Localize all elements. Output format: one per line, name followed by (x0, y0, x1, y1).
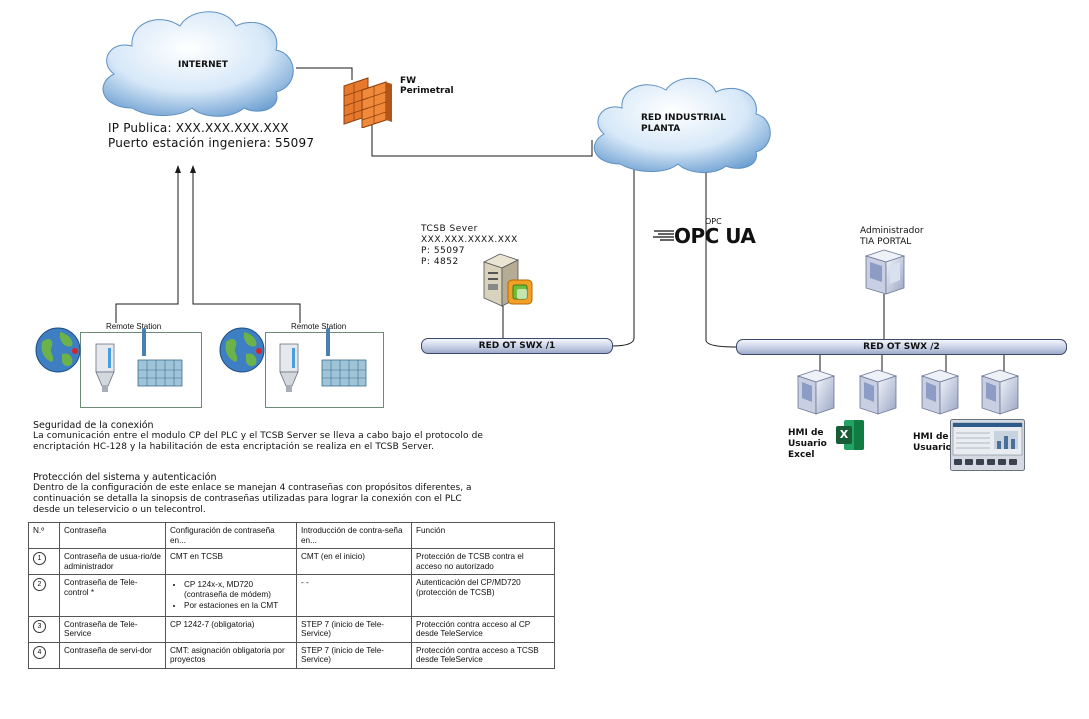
plant-cloud-label-line2: PLANTA (641, 124, 681, 134)
config-bullet-list: CP 124x-x, MD720 (contraseña de módem) P… (170, 580, 292, 611)
security-title: Seguridad de la conexión (33, 420, 154, 431)
opc-label: OPC (705, 217, 722, 226)
silo-icon (95, 343, 115, 392)
protection-title: Protección del sistema y autenticación (33, 472, 217, 483)
password-table: N.º Contraseña Configuración de contrase… (28, 522, 555, 669)
table-cell: CMT: asignación obligatoria por proyecto… (165, 641, 297, 669)
table-row: 4 Contraseña de servi-dor CMT: asignació… (28, 641, 555, 669)
table-header-row: N.º Contraseña Configuración de contrase… (28, 522, 555, 549)
plant-network-cloud (593, 77, 771, 173)
table-cell: STEP 7 (inicio de Tele-Service) (296, 615, 412, 643)
public-ip-text: IP Publica: XXX.XXX.XXX.XXX (108, 121, 289, 135)
hmi-excel-label-line1: HMI de (788, 428, 824, 438)
engineering-port-text: Puerto estación ingeniera: 55097 (108, 136, 315, 150)
table-cell: CMT en TCSB (165, 548, 297, 575)
tcsb-label-ip: XXX.XXX.XXXX.XXX (421, 235, 518, 245)
internet-cloud (102, 11, 294, 117)
protection-line2: continuación se detalla la sinopsis de c… (33, 494, 462, 504)
table-cell: - - (296, 574, 412, 617)
hmi-workstation-icon-1 (796, 369, 836, 415)
header-configuration: Configuración de contraseña en... (165, 522, 297, 549)
table-cell: CP 1242-7 (obligatoria) (165, 615, 297, 643)
table-cell: Protección de TCSB contra el acceso no a… (411, 548, 555, 575)
excel-icon: X (836, 420, 864, 450)
plc-rack-icon (137, 328, 183, 387)
remote-station-1-graphics (35, 327, 183, 392)
tcsb-label-name: TCSB Sever (421, 224, 478, 234)
header-function: Función (411, 522, 555, 549)
internet-label: INTERNET (178, 60, 228, 70)
hmi-workstation-icon-2 (858, 369, 898, 415)
header-password: Contraseña (59, 522, 166, 549)
hmi-panel-label-line2: Usuario (913, 443, 952, 453)
list-item: CP 124x-x, MD720 (contraseña de módem) (184, 580, 292, 599)
table-row: 2 Contraseña de Tele-control * CP 124x-x… (28, 574, 555, 617)
opc-ua-logo-text: OPC UA (674, 224, 756, 248)
hmi-workstation-icon-4 (980, 369, 1020, 415)
server-icon (482, 253, 533, 307)
security-line1: La comunicación entre el modulo CP del P… (33, 431, 484, 441)
hmi-excel-label-line2: Usuario (788, 439, 827, 449)
table-cell: Contraseña de usua-rio/de administrador (59, 548, 166, 575)
excel-icon-letter: X (836, 426, 852, 444)
globe-icon (219, 327, 265, 373)
protection-line3: desde un teleservicio o un telecontrol. (33, 505, 206, 515)
table-cell: Contraseña de servi-dor (59, 641, 166, 669)
table-cell: STEP 7 (inicio de Tele-Service) (296, 641, 412, 669)
globe-icon (35, 327, 81, 373)
hmi-panel-label-line1: HMI de (913, 432, 949, 442)
table-cell: Protección contra acceso al CP desde Tel… (411, 615, 555, 643)
table-cell: CMT (en el inicio) (296, 548, 412, 575)
table-cell: Protección contra acceso a TCSB desde Te… (411, 641, 555, 669)
firewall-label-line2: Perimetral (400, 86, 454, 96)
remote-station-label-2: Remote Station (291, 322, 347, 331)
bus-swx1: RED OT SWX /1 (421, 338, 613, 354)
opc-speed-lines-icon (653, 230, 674, 241)
bus-swx1-label: RED OT SWX /1 (478, 341, 556, 351)
row-number-badge: 3 (33, 619, 46, 633)
hmi-panel-icon (950, 419, 1025, 471)
remote-station-label-1: Remote Station (106, 322, 162, 331)
header-num: N.º (28, 522, 60, 549)
security-line2: encriptación HC-128 y la habilitación de… (33, 442, 435, 452)
plant-cloud-label-line1: RED INDUSTRIAL (641, 113, 726, 123)
tcsb-label-port1: P: 55097 (421, 246, 465, 256)
opc-ua-logo: OPC UA (652, 224, 756, 248)
row-number-badge: 4 (33, 645, 46, 659)
bus-swx2-label: RED OT SWX /2 (863, 342, 940, 352)
table-cell: Contraseña de Tele-Service (59, 615, 166, 643)
hmi-workstation-icon-3 (920, 369, 960, 415)
list-item: Por estaciones en la CMT (184, 601, 292, 611)
admin-workstation-icon (864, 249, 906, 295)
firewall-label-line1: FW (400, 76, 417, 86)
bus-swx2: RED OT SWX /2 (736, 339, 1067, 355)
firewall-icon (343, 77, 392, 128)
table-row: 1 Contraseña de usua-rio/de administrado… (28, 548, 555, 575)
table-cell: CP 124x-x, MD720 (contraseña de módem) P… (165, 574, 297, 617)
table-cell: Autenticación del CP/MD720 (protección d… (411, 574, 555, 617)
row-number-badge: 2 (33, 578, 46, 591)
table-cell: Contraseña de Tele-control * (59, 574, 166, 617)
table-row: 3 Contraseña de Tele-Service CP 1242-7 (… (28, 615, 555, 643)
remote-station-2-graphics (219, 327, 367, 392)
row-number-badge: 1 (33, 552, 46, 565)
hmi-excel-label-line3: Excel (788, 450, 815, 460)
admin-label-line1: Administrador (860, 226, 924, 236)
protection-line1: Dentro de la configuración de este enlac… (33, 483, 472, 493)
header-introduction: Introducción de contra-seña en... (296, 522, 412, 549)
location-pin-icon (256, 348, 262, 354)
plc-rack-icon (321, 328, 367, 387)
hmi-workstations (796, 369, 1020, 415)
tcsb-label-port2: P: 4852 (421, 257, 459, 267)
admin-label-line2: TIA PORTAL (860, 237, 912, 247)
location-pin-icon (72, 348, 78, 354)
silo-icon (279, 343, 299, 392)
